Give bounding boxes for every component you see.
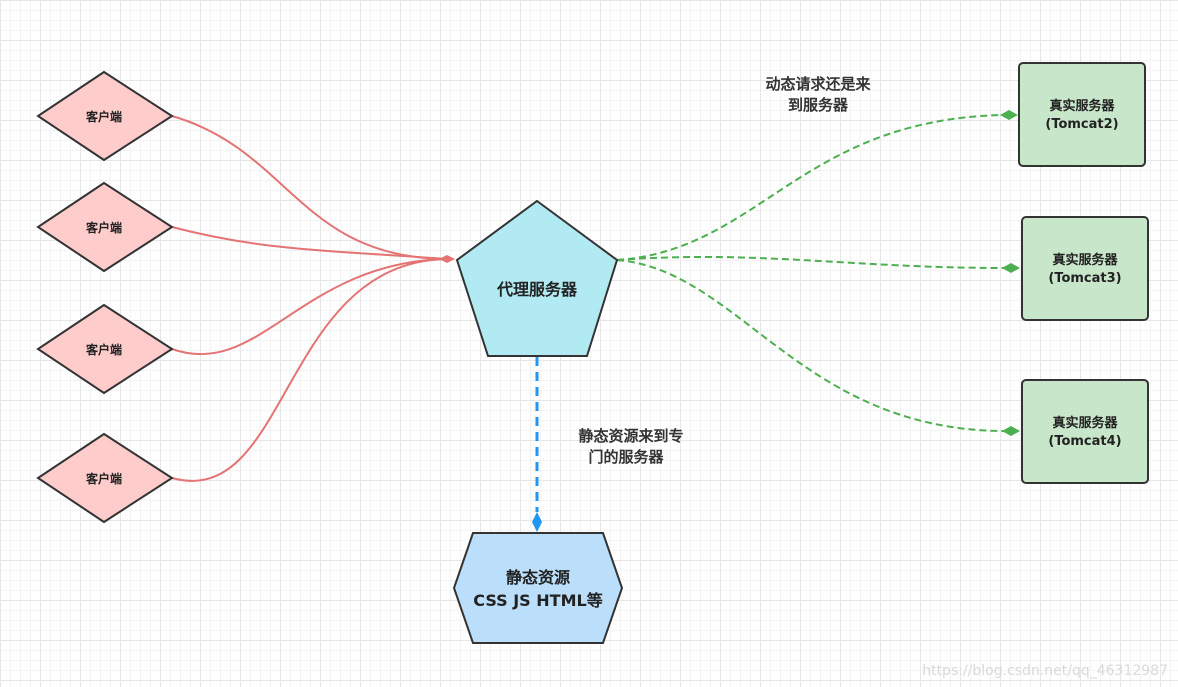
edge-client-4[interactable] [171, 258, 448, 482]
client-node-3[interactable]: 客户端 [36, 303, 174, 395]
client-label: 客户端 [85, 109, 122, 124]
server-2-arrow-marker [1002, 263, 1020, 273]
dynamic-annotation-line2: 到服务器 [788, 96, 849, 114]
edge-client-1[interactable] [171, 115, 448, 260]
static-label-line1: 静态资源 [506, 568, 570, 587]
client-label: 客户端 [85, 220, 122, 235]
client-node-4[interactable]: 客户端 [36, 432, 174, 524]
edge-client-3[interactable] [171, 258, 448, 356]
server-label-line2: (Tomcat2) [1045, 117, 1118, 132]
client-label: 客户端 [85, 471, 122, 486]
server-3-arrow-marker [1002, 426, 1020, 436]
static-arrow-marker [532, 512, 542, 532]
server-label-line1: 真实服务器 [1052, 252, 1118, 268]
static-label-line2: CSS JS HTML等 [473, 591, 602, 610]
server-label-line1: 真实服务器 [1049, 98, 1115, 114]
client-label: 客户端 [85, 342, 122, 357]
static-request-annotation: 静态资源来到专 门的服务器 [578, 427, 683, 466]
edge-server-1[interactable] [616, 114, 1003, 261]
server-label-line2: (Tomcat4) [1048, 434, 1121, 449]
server-edges [616, 114, 1005, 432]
server-label-line1: 真实服务器 [1052, 415, 1118, 431]
proxy-label: 代理服务器 [496, 280, 578, 299]
server-1-arrow-marker [1000, 110, 1018, 120]
watermark-text: https://blog.csdn.net/qq_46312987 [922, 663, 1168, 679]
edge-server-2[interactable] [616, 255, 1005, 269]
static-annotation-line1: 静态资源来到专 [578, 427, 683, 445]
static-resource-node[interactable]: 静态资源 CSS JS HTML等 [452, 532, 624, 644]
edge-client-2[interactable] [171, 226, 448, 260]
client-edges [171, 115, 448, 482]
proxy-node[interactable]: 代理服务器 [455, 199, 619, 357]
server-node-2[interactable]: 真实服务器 (Tomcat3) [1021, 216, 1149, 321]
server-node-1[interactable]: 真实服务器 (Tomcat2) [1018, 62, 1146, 167]
static-annotation-line2: 门的服务器 [588, 448, 664, 466]
dynamic-annotation-line1: 动态请求还是来 [765, 75, 871, 93]
server-node-3[interactable]: 真实服务器 (Tomcat4) [1021, 379, 1149, 484]
client-node-1[interactable]: 客户端 [36, 70, 174, 162]
server-label-line2: (Tomcat3) [1048, 271, 1121, 286]
client-node-2[interactable]: 客户端 [36, 181, 174, 273]
proxy-arrow-marker [439, 255, 455, 263]
edge-server-3[interactable] [616, 259, 1005, 432]
dynamic-request-annotation: 动态请求还是来 到服务器 [765, 75, 871, 114]
